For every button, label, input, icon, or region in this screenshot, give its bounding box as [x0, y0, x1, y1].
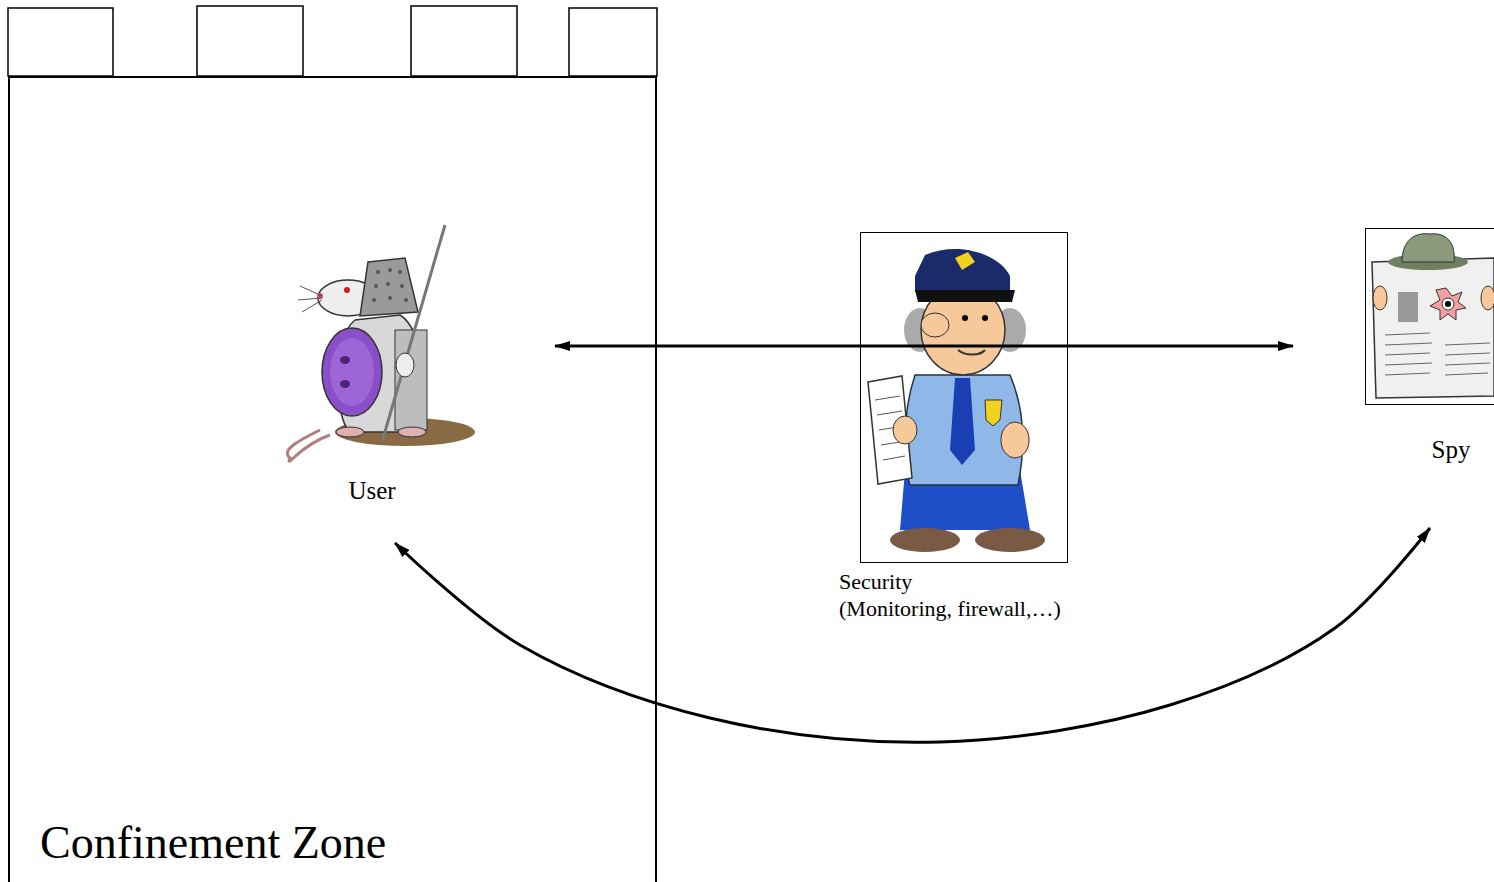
policeman	[985, 400, 1002, 426]
battlements	[8, 6, 657, 76]
mouse-knight	[398, 427, 426, 437]
policeman	[868, 249, 1045, 552]
mouse-knight	[398, 270, 402, 274]
node-label: User	[272, 476, 472, 506]
spy	[1373, 286, 1387, 310]
spy	[1398, 292, 1418, 322]
mouse-knight	[386, 282, 390, 286]
double-arrow	[395, 528, 1430, 742]
mouse-knight	[388, 296, 392, 300]
node-label: Security	[839, 569, 912, 595]
mouse-knight	[372, 298, 376, 302]
policeman	[893, 416, 917, 444]
confinement-zone: Confinement Zone User	[8, 76, 657, 882]
spy	[1372, 258, 1494, 398]
mouse-knight	[336, 427, 364, 437]
user-figure: User	[280, 250, 475, 460]
spy-frame: Spy	[1365, 228, 1494, 405]
spy	[1430, 288, 1466, 320]
spy	[1481, 286, 1494, 310]
policeman	[890, 528, 960, 552]
policeman	[950, 378, 975, 465]
mouse-knight	[372, 268, 408, 302]
battlements	[8, 8, 113, 76]
spy	[1385, 333, 1490, 375]
double-arrow	[555, 344, 1293, 347]
battlements	[569, 8, 657, 76]
mouse-knight	[340, 356, 350, 364]
mouse-knight	[360, 258, 418, 316]
mouse-knight	[298, 286, 322, 312]
mouse-knight	[396, 353, 414, 377]
security-frame: Security(Monitoring, firewall,…)	[860, 232, 1068, 563]
policeman	[921, 313, 949, 337]
mouse-knight	[287, 225, 475, 461]
mouse-knight	[374, 284, 378, 288]
mouse-knight	[400, 284, 404, 288]
spy	[1442, 298, 1454, 310]
policeman	[982, 315, 988, 321]
policeman	[915, 290, 1015, 302]
mouse-knight	[376, 270, 380, 274]
mouse-knight	[322, 328, 382, 416]
policeman	[962, 315, 968, 321]
mouse-knight	[388, 268, 392, 272]
mouse-knight	[382, 225, 445, 442]
mouse-knight	[330, 338, 374, 406]
spy	[1372, 234, 1494, 398]
mouse-knight	[340, 380, 350, 388]
mouse-knight	[344, 287, 350, 293]
mouse-knight	[287, 430, 330, 461]
policeman	[958, 350, 985, 355]
battlements	[197, 6, 303, 76]
node-label: Confinement Zone	[40, 815, 386, 870]
policeman	[975, 528, 1045, 552]
policeman	[915, 249, 1010, 292]
node-label: Spy	[1401, 435, 1494, 465]
spy	[1445, 301, 1451, 307]
battlements	[411, 6, 517, 76]
policeman	[1001, 422, 1029, 458]
spy	[1402, 234, 1454, 262]
node-label: (Monitoring, firewall,…)	[839, 596, 1061, 622]
policeman	[955, 252, 975, 270]
mouse-knight	[404, 298, 408, 302]
